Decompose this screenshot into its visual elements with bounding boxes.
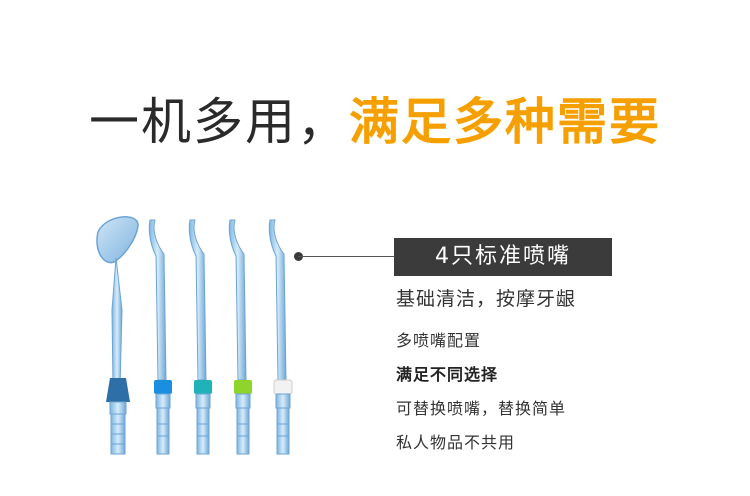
feature-line-4: 可替换喷嘴，替换简单 bbox=[396, 399, 567, 418]
nozzle-2 bbox=[148, 219, 172, 455]
nozzle-1-orthodontic bbox=[96, 216, 139, 455]
headline-part1: 一机多用， bbox=[89, 93, 349, 151]
feature-line-3: 满足不同选择 bbox=[396, 365, 499, 384]
nozzle-4 bbox=[228, 219, 252, 455]
headline: 一机多用，满足多种需要 bbox=[0, 92, 750, 152]
feature-line-2: 多喷嘴配置 bbox=[396, 331, 482, 350]
nozzle-group bbox=[80, 210, 310, 474]
feature-line-5: 私人物品不共用 bbox=[396, 433, 516, 452]
feature-description: 基础清洁，按摩牙龈 多喷嘴配置 满足不同选择 可替换喷嘴，替换简单 私人物品不共… bbox=[396, 284, 726, 460]
headline-part2: 满足多种需要 bbox=[349, 93, 661, 151]
feature-tag: 4只标准喷嘴 bbox=[394, 238, 612, 276]
callout-line bbox=[298, 256, 394, 257]
nozzle-5 bbox=[268, 219, 293, 455]
feature-line-1: 基础清洁，按摩牙龈 bbox=[396, 288, 577, 310]
nozzle-3 bbox=[188, 219, 212, 455]
nozzle-illustration bbox=[96, 216, 293, 455]
